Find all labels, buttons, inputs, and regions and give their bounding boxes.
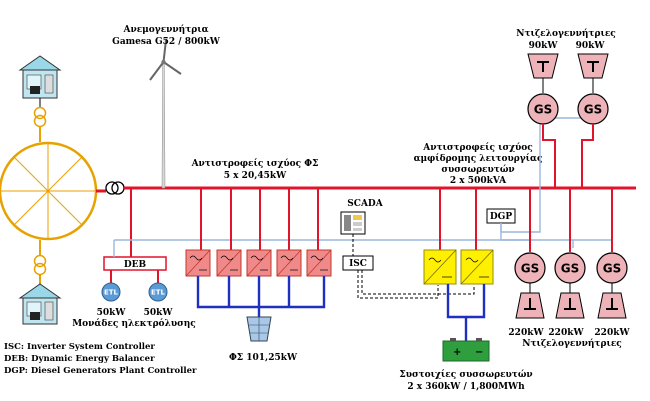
battery-inverters-line3: συσσωρευτών [441,164,514,175]
generator-gs-4: GS [554,252,586,284]
legend: ISC: Inverter System Controller DEB: Dyn… [4,342,197,376]
pv-inverter [246,249,272,277]
diesel-bottom-power-2: 220kW [548,328,584,338]
battery-icon: + − [442,338,490,362]
pv-dc-lines [196,276,326,317]
svg-text:GS: GS [521,262,540,276]
transformer-icon [105,181,125,195]
battery-inverter [423,249,457,285]
diesel-bottom-title: Ντιζελογεννήτριες [522,338,622,349]
grid-ring [0,141,98,241]
pv-inverter [216,249,242,277]
pv-inverter [276,249,302,277]
svg-text:ETL: ETL [151,289,166,297]
generator-gs-1: GS [527,93,559,125]
deb-box [103,256,167,271]
etl-unit-1: ETL [101,282,121,302]
pv-inverter [306,249,332,277]
generator-gs-2: GS [577,93,609,125]
svg-text:GS: GS [561,262,580,276]
engine-icon [597,292,627,319]
pv-inverters-title: Αντιστροφείς ισχύος ΦΣ [191,158,319,169]
legend-item: DGP: Diesel Generators Plant Controller [4,366,197,376]
pv-inverters-spec: 5 x 20,45kW [224,171,287,181]
electrolysis-power-2: 50kW [144,308,174,318]
battery-inverters-spec: 2 x 500kVA [450,176,507,186]
svg-text:+: + [453,347,461,358]
solar-panel-icon [246,316,272,342]
pv-inverter [185,249,211,277]
svg-text:−: − [475,347,483,358]
svg-text:GS: GS [534,103,553,117]
diesel-bottom-power-3: 220kW [594,328,630,338]
pv-array-label: ΦΣ 101,25kW [229,353,298,363]
battery-spec: 2 x 360kW / 1,800MWh [407,382,525,392]
diesel-top-power-1: 90kW [529,41,559,51]
scada-label: SCADA [347,199,383,209]
battery-inverter [460,249,494,285]
electrolysis-title: Μονάδες ηλεκτρόλυσης [72,318,196,329]
diesel-bottom-power-1: 220kW [508,328,544,338]
battery-title: Συστοιχίες συσσωρευτών [399,369,532,380]
battery-inverters-line2: αμφίδρομης λειτουργίας [414,153,543,164]
engine-icon [577,53,609,79]
svg-text:ETL: ETL [104,289,119,297]
svg-text:GS: GS [584,103,603,117]
house-icon [18,55,62,99]
engine-icon [527,53,559,79]
diesel-top-power-2: 90kW [576,41,606,51]
transformer-icon [33,106,47,128]
battery-inverters-line1: Αντιστροφείς ισχύος [422,142,533,153]
engine-icon [555,292,585,319]
wind-turbine-model: Gamesa G52 / 800kW [112,37,221,47]
electrolysis-power-1: 50kW [97,308,127,318]
legend-item: ISC: Inverter System Controller [4,342,155,352]
generator-gs-5: GS [596,252,628,284]
scada-icon [340,211,366,235]
wind-turbine-name: Ανεμογεννήτρια [122,24,208,35]
house-icon [18,283,62,325]
etl-unit-2: ETL [148,282,168,302]
generator-gs-3: GS [514,252,546,284]
pv-inverters [185,188,332,277]
legend-item: DEB: Dynamic Energy Balancer [4,354,155,364]
deb-label: DEB [124,260,147,270]
isc-label: ISC [349,259,367,269]
dgp-label: DGP [490,212,512,222]
wind-turbine-icon [149,39,182,189]
diesel-top-title: Ντιζελογεννήτριες [516,28,616,39]
svg-text:GS: GS [603,262,622,276]
engine-icon [515,292,545,319]
transformer-icon [33,254,47,276]
